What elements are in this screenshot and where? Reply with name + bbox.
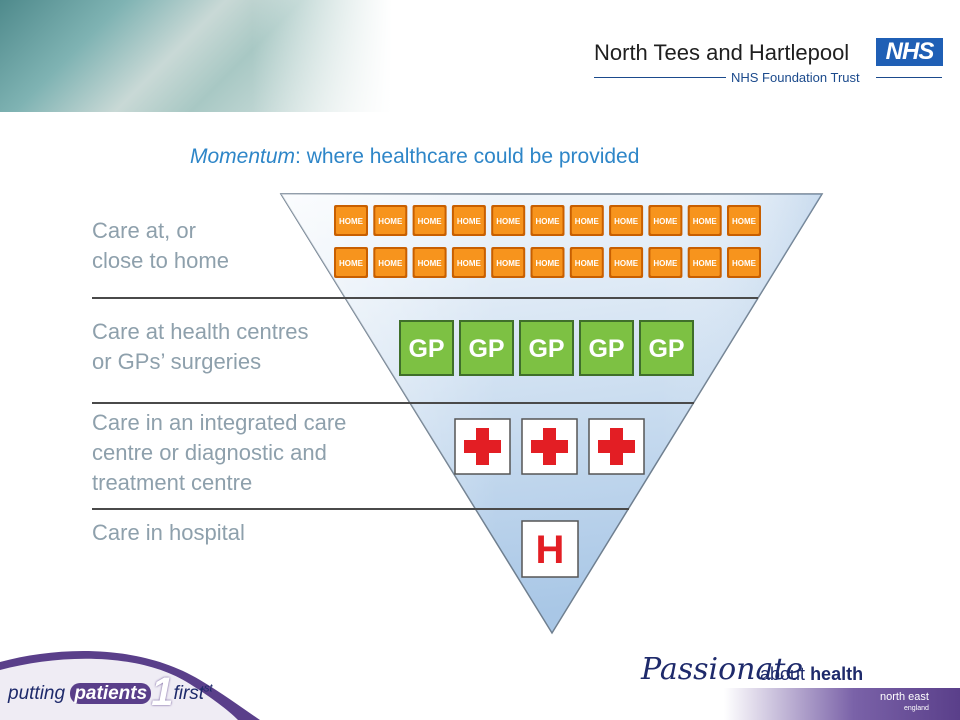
home-tile: HOME — [609, 247, 644, 278]
row-label-home: Care at, or close to home — [92, 216, 229, 276]
gp-tile-label: GP — [468, 335, 504, 363]
home-tile-label: HOME — [732, 217, 757, 226]
home-tile-label: HOME — [614, 259, 639, 268]
home-tile-label: HOME — [575, 259, 600, 268]
home-tile-label: HOME — [457, 217, 482, 226]
row-label-line: treatment centre — [92, 470, 253, 495]
row-label-line: Care in an integrated care — [92, 410, 347, 435]
home-tile-label: HOME — [614, 217, 639, 226]
home-tile-label: HOME — [732, 259, 757, 268]
home-tile-label: HOME — [496, 217, 521, 226]
home-tile: HOME — [648, 205, 683, 236]
row-label-gp: Care at health centres or GPs’ surgeries — [92, 317, 308, 377]
home-tile: HOME — [412, 247, 447, 278]
slogan-one: 1 — [151, 670, 174, 714]
home-tile-label: HOME — [339, 217, 364, 226]
home-tile: HOME — [373, 247, 408, 278]
pyramid-shading — [281, 194, 822, 633]
gp-tile: GP — [459, 320, 514, 376]
hospital-h-label: H — [536, 528, 565, 572]
home-tile-label: HOME — [496, 259, 521, 268]
gp-tile-label: GP — [528, 335, 564, 363]
red-cross-icon — [454, 418, 511, 475]
home-tile: HOME — [530, 247, 565, 278]
home-tile: HOME — [491, 205, 526, 236]
gp-tile: GP — [519, 320, 574, 376]
row-label-line: Care in hospital — [92, 520, 245, 545]
row-label-integrated-care: Care in an integrated care centre or dia… — [92, 408, 346, 498]
about-health: about health — [760, 664, 863, 685]
title-emphasis: Momentum — [190, 145, 296, 168]
tile-layer: HOME HOME HOME HOME HOME HOME HOME HOME HOME HOME… — [334, 205, 761, 578]
gp-tile: GP — [639, 320, 694, 376]
home-tile: HOME — [569, 247, 604, 278]
slogan-first: first — [173, 683, 205, 704]
surgeons-photo — [0, 0, 392, 112]
home-tile: HOME — [451, 205, 486, 236]
home-tile: HOME — [609, 205, 644, 236]
trust-name: North Tees and Hartlepool — [594, 40, 850, 65]
gp-tile: GP — [399, 320, 454, 376]
home-tile-label: HOME — [653, 259, 678, 268]
row-label-line: centre or diagnostic and — [92, 440, 327, 465]
trust-rule-right — [876, 77, 942, 78]
diagram-title: Momentum: where healthcare could be prov… — [190, 145, 639, 169]
north-east-band — [724, 688, 960, 720]
home-tile: HOME — [334, 205, 368, 236]
home-tile: HOME — [334, 247, 368, 278]
title-text: : where healthcare could be provided — [295, 145, 640, 168]
home-tile: HOME — [569, 205, 604, 236]
home-tile: HOME — [373, 205, 408, 236]
passionate-logo: Passionate — [641, 652, 804, 687]
gp-tile-label: GP — [408, 335, 444, 363]
home-tile-label: HOME — [693, 259, 718, 268]
home-tile-label: HOME — [457, 259, 482, 268]
home-tile-label: HOME — [418, 217, 443, 226]
home-tile: HOME — [687, 205, 722, 236]
home-tile: HOME — [727, 205, 761, 236]
row-label-line: Care at, or — [92, 218, 196, 243]
home-tile-label: HOME — [378, 259, 403, 268]
row-label-hospital: Care in hospital — [92, 518, 245, 548]
ne-line-1: north east — [880, 691, 929, 703]
red-cross-icon — [521, 418, 578, 475]
home-tile-label: HOME — [418, 259, 443, 268]
gp-tile-label: GP — [588, 335, 624, 363]
home-tile: HOME — [530, 205, 565, 236]
gp-tile-label: GP — [648, 335, 684, 363]
red-cross-icon — [588, 418, 645, 475]
nhs-logo: NHS — [876, 38, 943, 66]
hospital-h-icon: H — [521, 520, 579, 578]
home-tile-label: HOME — [339, 259, 364, 268]
about-text: about — [760, 664, 806, 684]
home-tile: HOME — [687, 247, 722, 278]
home-tile-label: HOME — [536, 217, 561, 226]
trust-rule-left — [594, 77, 726, 78]
slogan-st: st — [204, 682, 213, 695]
home-tile: HOME — [727, 247, 761, 278]
gp-tile: GP — [579, 320, 634, 376]
home-tile-label: HOME — [378, 217, 403, 226]
slogan-patients: patients — [70, 683, 152, 704]
ne-line-2: england — [904, 705, 929, 712]
home-tile-label: HOME — [693, 217, 718, 226]
row-label-line: or GPs’ surgeries — [92, 349, 262, 374]
row-label-line: Care at health centres — [92, 319, 309, 344]
home-tile: HOME — [412, 205, 447, 236]
slogan-putting: putting — [8, 683, 66, 704]
home-tile-label: HOME — [536, 259, 561, 268]
health-text: health — [810, 664, 864, 684]
home-tile: HOME — [451, 247, 486, 278]
home-tile: HOME — [491, 247, 526, 278]
home-tile-label: HOME — [575, 217, 600, 226]
home-tile-label: HOME — [653, 217, 678, 226]
north-east-england-logo: north east england — [880, 692, 929, 714]
row-label-line: close to home — [92, 248, 229, 273]
home-tile: HOME — [648, 247, 683, 278]
trust-subtitle: NHS Foundation Trust — [731, 70, 860, 85]
